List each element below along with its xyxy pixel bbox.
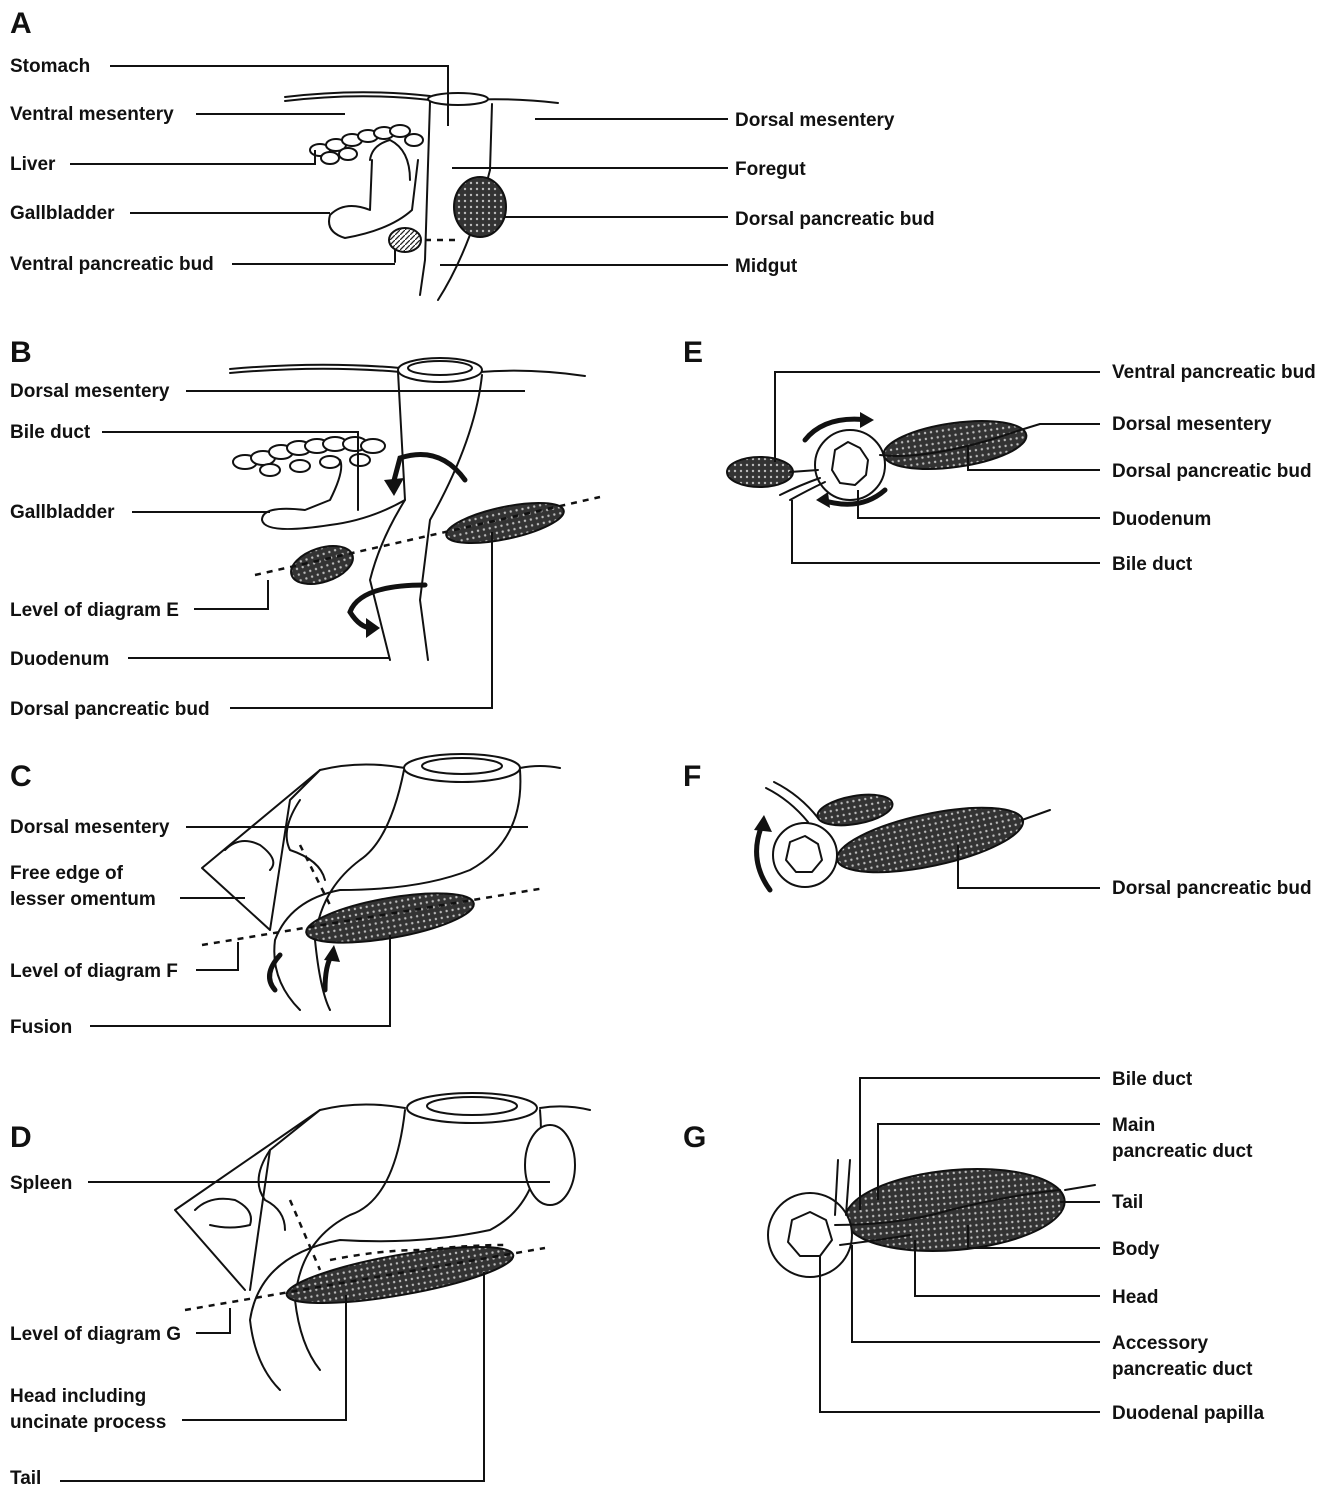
label-accessory-line2: pancreatic duct	[1112, 1359, 1253, 1380]
label-liver: Liver	[10, 154, 56, 175]
label-dorsal-pancreatic-bud-f: Dorsal pancreatic bud	[1112, 878, 1312, 899]
panel-c-drawing	[202, 754, 560, 1010]
ventral-pancreatic-bud-b	[286, 539, 357, 591]
label-stomach: Stomach	[10, 56, 90, 77]
label-gallbladder-b: Gallbladder	[10, 502, 115, 523]
label-level-of-diagram-e: Level of diagram E	[10, 600, 179, 621]
label-body-g: Body	[1112, 1239, 1160, 1260]
label-fusion: Fusion	[10, 1017, 72, 1038]
label-dorsal-pancreatic-bud-e: Dorsal pancreatic bud	[1112, 461, 1312, 482]
label-duodenum-b: Duodenum	[10, 649, 109, 670]
label-bile-duct-b: Bile duct	[10, 422, 91, 443]
label-tail-d: Tail	[10, 1468, 41, 1487]
label-ventral-pancreatic-bud-e: Ventral pancreatic bud	[1112, 362, 1316, 383]
label-head-g: Head	[1112, 1287, 1158, 1308]
spleen-d	[525, 1125, 575, 1205]
pancreas-g	[842, 1161, 1068, 1260]
panel-e-drawing	[727, 412, 1040, 508]
dorsal-pancreatic-bud-e	[881, 413, 1030, 477]
label-ventral-mesentery: Ventral mesentery	[10, 104, 174, 125]
panel-label-a: A	[10, 7, 32, 40]
label-accessory-line1: Accessory	[1112, 1333, 1209, 1354]
label-duodenum-e: Duodenum	[1112, 509, 1211, 530]
label-level-of-diagram-f: Level of diagram F	[10, 961, 178, 982]
label-dorsal-pancreatic-bud-a: Dorsal pancreatic bud	[735, 209, 935, 230]
label-foregut: Foregut	[735, 159, 806, 180]
label-main-duct-line1: Main	[1112, 1115, 1155, 1136]
panel-f-drawing	[754, 782, 1050, 890]
ventral-pancreatic-bud-e	[727, 457, 793, 487]
label-spleen: Spleen	[10, 1173, 72, 1194]
panel-b-drawing	[230, 358, 600, 660]
liver-b	[233, 437, 385, 476]
label-dorsal-mesentery-b: Dorsal mesentery	[10, 381, 170, 402]
panel-d-drawing	[175, 1093, 590, 1390]
panel-label-b: B	[10, 336, 32, 369]
label-tail-g: Tail	[1112, 1192, 1143, 1213]
label-dorsal-mesentery-e: Dorsal mesentery	[1112, 414, 1272, 435]
label-bile-duct-e: Bile duct	[1112, 554, 1193, 575]
panel-label-e: E	[683, 336, 703, 369]
label-head-line2: uncinate process	[10, 1412, 166, 1433]
panel-label-g: G	[683, 1121, 706, 1154]
panel-label-c: C	[10, 760, 32, 793]
label-dorsal-pancreatic-bud-b: Dorsal pancreatic bud	[10, 699, 210, 720]
label-free-edge-line1: Free edge of	[10, 863, 124, 884]
label-level-of-diagram-g: Level of diagram G	[10, 1324, 181, 1345]
label-bile-duct-g: Bile duct	[1112, 1069, 1193, 1090]
label-duodenal-papilla: Duodenal papilla	[1112, 1403, 1264, 1424]
label-dorsal-mesentery-c: Dorsal mesentery	[10, 817, 170, 838]
pancreas-d	[283, 1235, 516, 1314]
label-gallbladder-a: Gallbladder	[10, 203, 115, 224]
label-free-edge-line2: lesser omentum	[10, 889, 156, 910]
label-head-line1: Head including	[10, 1386, 146, 1407]
dorsal-pancreatic-bud-a	[454, 177, 506, 237]
label-dorsal-mesentery-a: Dorsal mesentery	[735, 110, 895, 131]
label-ventral-pancreatic-bud-a: Ventral pancreatic bud	[10, 254, 214, 275]
label-midgut: Midgut	[735, 256, 798, 277]
panel-a-drawing	[285, 92, 558, 300]
panel-g-drawing	[768, 1160, 1095, 1277]
label-main-duct-line2: pancreatic duct	[1112, 1141, 1253, 1162]
panel-label-d: D	[10, 1121, 32, 1154]
panel-label-f: F	[683, 760, 701, 793]
ventral-pancreatic-bud-a	[389, 228, 421, 252]
dorsal-pancreatic-bud-b	[443, 495, 567, 551]
